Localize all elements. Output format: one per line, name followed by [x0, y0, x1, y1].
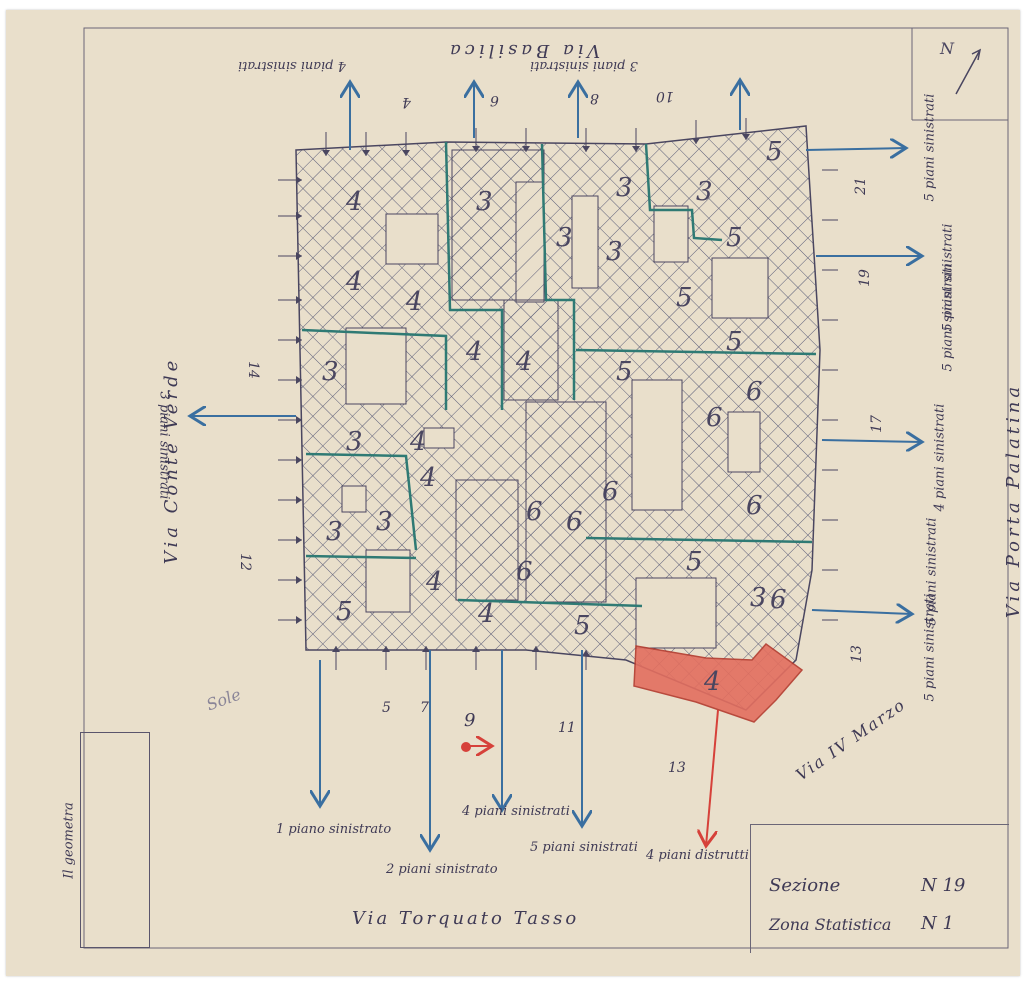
house-number: 10	[656, 88, 674, 104]
annotation: 1 piano sinistrato	[276, 822, 392, 837]
house-number: 5	[382, 700, 391, 716]
svg-text:4: 4	[465, 337, 483, 367]
north-arrow-label: N	[939, 39, 955, 58]
svg-text:3: 3	[750, 583, 767, 613]
house-number: 13	[848, 645, 865, 663]
annotation: 5 piani sinistrati	[940, 263, 956, 372]
svg-text:6: 6	[706, 403, 723, 433]
annotation: 3 piani sinistrati	[530, 58, 638, 73]
svg-text:3: 3	[376, 507, 393, 537]
svg-text:5: 5	[726, 223, 743, 253]
section-label: Sezione	[769, 875, 841, 896]
svg-text:6: 6	[746, 377, 763, 407]
svg-text:3: 3	[696, 177, 713, 207]
svg-text:6: 6	[770, 585, 787, 615]
annotation: 3 piani sinistrati	[156, 391, 172, 500]
house-number: 13	[668, 760, 686, 776]
svg-text:3: 3	[606, 237, 623, 267]
annotation: 4 piani sinistrati	[462, 804, 570, 819]
annotation: 4 piani sinistrati	[932, 403, 948, 512]
house-number: 4	[402, 94, 411, 110]
house-number: 6	[490, 92, 499, 108]
house-number: 7	[420, 700, 429, 716]
svg-text:3: 3	[556, 223, 573, 253]
house-number: 17	[868, 415, 885, 433]
street-via-torquato-tasso: Via Torquato Tasso	[352, 908, 580, 929]
annotation: 2 piani sinistrato	[386, 862, 498, 877]
svg-text:5: 5	[676, 283, 693, 313]
annotation: 5 piani sinistrati	[530, 840, 638, 855]
house-number: 21	[852, 177, 869, 195]
svg-text:4: 4	[477, 599, 495, 629]
house-number: 8	[590, 90, 599, 106]
svg-text:6: 6	[516, 557, 533, 587]
svg-text:5: 5	[336, 597, 353, 627]
title-block: Sezione N 19 Zona Statistica N 1	[750, 824, 1009, 953]
house-number: 9	[464, 710, 476, 731]
signature-box: Il geometra	[62, 732, 150, 948]
annotation: 4 piani distrutti	[646, 848, 749, 863]
house-number: 14	[244, 361, 261, 379]
svg-text:5: 5	[726, 327, 743, 357]
svg-text:3: 3	[326, 517, 343, 547]
svg-text:6: 6	[602, 477, 619, 507]
svg-text:3: 3	[616, 173, 633, 203]
svg-text:4: 4	[703, 667, 721, 697]
svg-text:5: 5	[766, 137, 783, 167]
house-number: 19	[856, 269, 873, 287]
svg-text:6: 6	[746, 491, 763, 521]
svg-text:5: 5	[574, 611, 591, 641]
svg-text:4: 4	[425, 567, 443, 597]
surveyor-role: Il geometra	[61, 802, 77, 879]
svg-text:5: 5	[616, 357, 633, 387]
svg-text:4: 4	[515, 347, 533, 377]
svg-text:3: 3	[476, 187, 493, 217]
svg-text:5: 5	[686, 547, 703, 577]
street-via-porta-palatina: Via Porta Palatina	[1003, 382, 1024, 619]
svg-text:4: 4	[345, 267, 363, 297]
section-number: N 19	[921, 875, 966, 896]
zone-label: Zona Statistica	[769, 915, 892, 934]
svg-text:4: 4	[409, 427, 427, 457]
svg-text:4: 4	[419, 463, 437, 493]
house-number: 12	[236, 553, 253, 571]
svg-text:3: 3	[322, 357, 339, 387]
zone-number: N 1	[921, 913, 954, 934]
svg-text:6: 6	[526, 497, 543, 527]
house-number: 11	[558, 720, 576, 736]
svg-text:4: 4	[405, 287, 423, 317]
svg-text:3: 3	[346, 427, 363, 457]
annotation: 5 piani sinistrati	[922, 593, 938, 702]
annotation: 4 piani sinistrati	[238, 58, 346, 73]
svg-text:6: 6	[566, 507, 583, 537]
svg-text:4: 4	[345, 187, 363, 217]
annotation: 5 piani sinistrati	[922, 93, 938, 202]
